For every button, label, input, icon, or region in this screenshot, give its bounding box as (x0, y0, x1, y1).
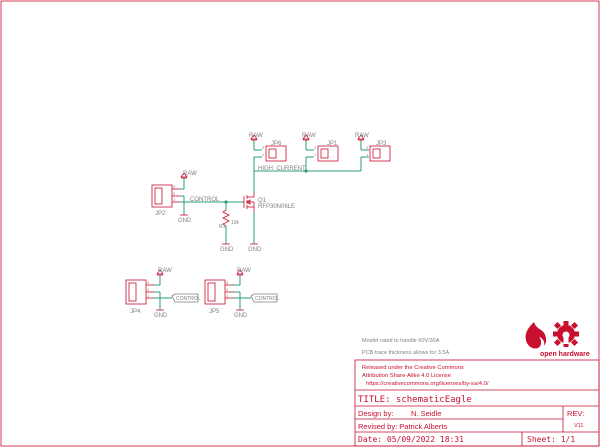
connector-jp4: 3 2 1 JP4 RAW GND CONTROL (125, 268, 201, 319)
license-line-1: Released under the Creative Commons (362, 365, 464, 371)
gnd-label-jp5: GND (234, 313, 248, 319)
control-port-jp4: CONTROL (176, 296, 201, 302)
mosfet-circuit: 3 2 1 JP2 RAW GND CONTROL R1 10k GND (151, 157, 362, 253)
control-net-label: CONTROL (190, 197, 220, 203)
revised-by: Revised by: Patrick Alberts (358, 422, 447, 431)
jp6-pin2-label: 2 (262, 145, 265, 150)
note-trace: PCB trace thickness allows for 3.5A (362, 350, 449, 356)
jp5-label: JP5 (209, 309, 220, 315)
note-mosfet: Mosfet rated to handle 60V/30A (362, 338, 440, 344)
jp6-pin1-label: 1 (262, 152, 265, 157)
jp1-pin1-label: 1 (314, 152, 317, 157)
rev-value: V11 (574, 423, 583, 429)
jp1-pin2-label: 2 (314, 145, 317, 150)
connector-jp1: RAW 2 1 JP1 (302, 133, 339, 162)
r1-label: R1 (219, 224, 226, 230)
jp4-label: JP4 (130, 309, 141, 315)
jp2-pin1-label: 1 (173, 197, 176, 202)
raw-label-jp2: RAW (183, 171, 197, 177)
connector-jp2: 3 2 1 JP2 (151, 184, 180, 217)
connector-jp5: 3 2 1 JP5 RAW GND CONTROL (204, 268, 280, 319)
open-hardware-logo: open hardware (525, 321, 590, 358)
control-port-jp5: CONTROL (255, 296, 280, 302)
jp2-pin2-label: 2 (173, 191, 176, 196)
jp2-label: JP2 (155, 211, 166, 217)
title-text: TITLE: schematicEagle (358, 395, 472, 405)
jp4-pin2-label: 2 (147, 287, 150, 292)
open-hardware-gear-icon (553, 321, 579, 347)
license-line-2: Attribution Share-Alike 4.0 License (362, 373, 451, 379)
jp5-pin2-label: 2 (226, 287, 229, 292)
jp3-label: JP3 (376, 141, 387, 147)
gnd-label-r1: GND (220, 247, 234, 253)
connector-jp6: RAW 2 1 JP6 (249, 133, 287, 162)
design-by-label: Design by: (358, 409, 393, 418)
r1-value: 10k (231, 220, 240, 226)
jp1-label: JP1 (327, 141, 338, 147)
sparkfun-flame-icon (525, 322, 547, 349)
raw-label-jp1: RAW (302, 133, 316, 139)
raw-label-jp3: RAW (355, 133, 369, 139)
license-line-3: https://creativecommons.org/licenses/by-… (366, 381, 489, 387)
jp3-pin1-label: 1 (366, 152, 369, 157)
resistor-r1: R1 10k GND (219, 202, 240, 253)
mosfet-q1: Q1 RFP30N06LE (243, 192, 295, 212)
designer-name: N. Seidle (411, 409, 441, 418)
connector-jp3: RAW 2 1 JP3 (355, 133, 391, 162)
q1-label: Q1 (258, 198, 267, 204)
gnd-label-jp4: GND (154, 313, 168, 319)
raw-label-jp6: RAW (249, 133, 263, 139)
high-current-net-label: HIGH_CURRENT (258, 166, 306, 172)
date-text: Date: 05/09/2022 18:31 (358, 435, 464, 444)
jp4-pin1-label: 1 (147, 293, 150, 298)
jp5-pin3-label: 3 (226, 280, 229, 285)
jp6-label: JP6 (271, 141, 282, 147)
open-hardware-text: open hardware (540, 351, 590, 358)
jp3-pin2-label: 2 (366, 145, 369, 150)
jp4-pin3-label: 3 (147, 280, 150, 285)
title-block: Released under the Creative Commons Attr… (354, 359, 600, 447)
raw-label-jp4: RAW (158, 268, 172, 274)
gnd-label-jp2: GND (178, 218, 192, 224)
q1-value: RFP30N06LE (258, 204, 295, 210)
jp2-pin3-label: 3 (173, 184, 176, 189)
gnd-label-q1: GND (248, 247, 262, 253)
jp5-pin1-label: 1 (226, 293, 229, 298)
raw-label-jp5: RAW (237, 268, 251, 274)
sheet-text: Sheet: 1/1 (527, 435, 575, 444)
rev-label: REV: (567, 409, 584, 418)
